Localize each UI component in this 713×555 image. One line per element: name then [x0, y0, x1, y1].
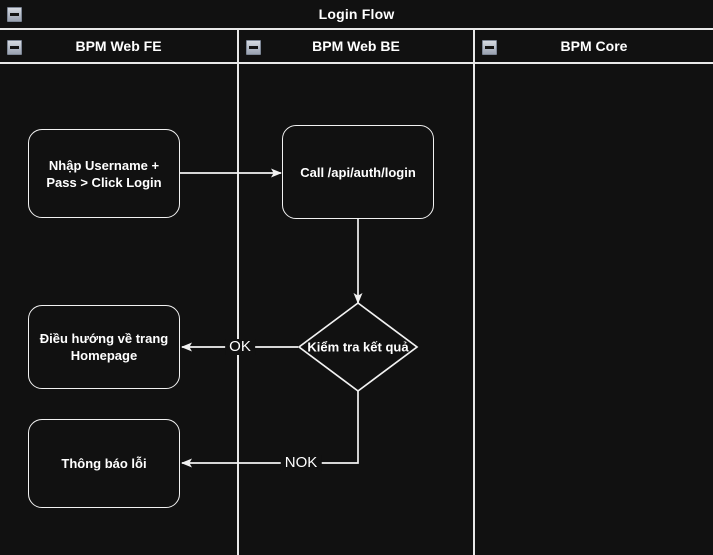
- task-node-show-error[interactable]: Thông báo lỗi: [28, 419, 180, 508]
- task-node-redirect-homepage[interactable]: Điều hướng về trang Homepage: [28, 305, 180, 389]
- lane-label-be: BPM Web BE: [312, 38, 400, 54]
- task-node-call-login-api[interactable]: Call /api/auth/login: [282, 125, 434, 219]
- lane-collapse-icon-fe[interactable]: [7, 40, 22, 55]
- lane-collapse-icon-be[interactable]: [246, 40, 261, 55]
- gateway-diamond-shape: [297, 301, 419, 393]
- edge-label-nok: NOK: [280, 455, 322, 471]
- lane-header-be: BPM Web BE: [239, 30, 473, 64]
- lane-header-fe: BPM Web FE: [0, 30, 237, 64]
- lane-body-core: [475, 64, 713, 555]
- pool-collapse-icon[interactable]: [7, 7, 22, 22]
- lane-divider-fe-be: [237, 30, 239, 555]
- pool-title-label: Login Flow: [318, 6, 395, 22]
- lane-label-fe: BPM Web FE: [75, 38, 162, 54]
- gateway-node-check-result[interactable]: Kiểm tra kết quả: [297, 301, 419, 393]
- lane-label-core: BPM Core: [560, 38, 628, 54]
- pool-title-bar: Login Flow: [0, 0, 713, 30]
- lane-collapse-icon-core[interactable]: [482, 40, 497, 55]
- task-node-enter-credentials[interactable]: Nhập Username + Pass > Click Login: [28, 129, 180, 218]
- lane-header-core: BPM Core: [475, 30, 713, 64]
- edge-label-ok: OK: [225, 339, 255, 355]
- gateway-label-check-result: Kiểm tra kết quả: [307, 339, 409, 355]
- lane-divider-be-core: [473, 30, 475, 555]
